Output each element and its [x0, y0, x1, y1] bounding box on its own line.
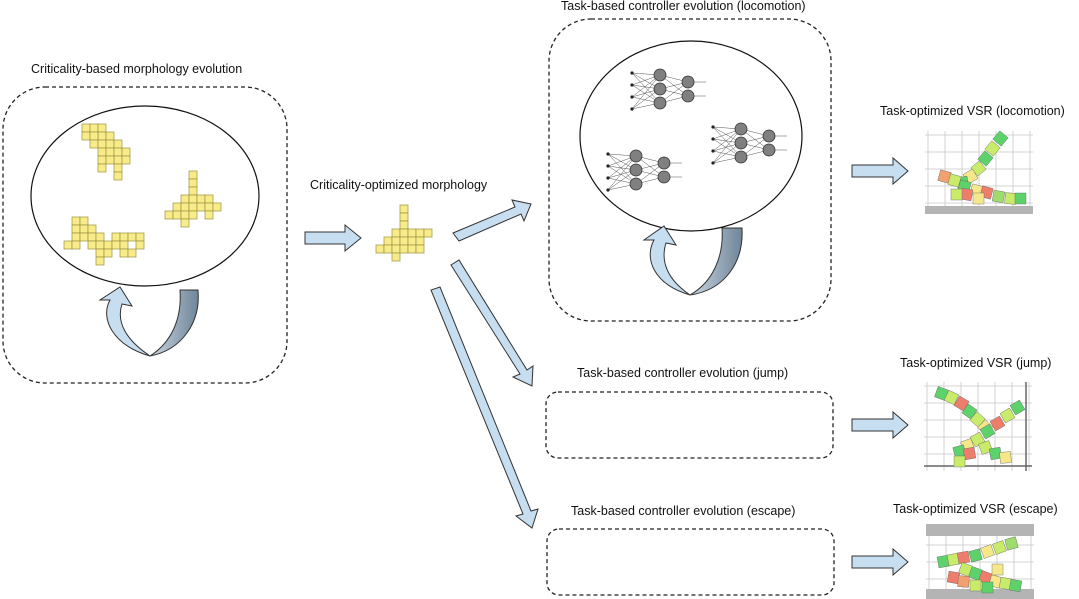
morph-evolution-box [2, 86, 288, 384]
flow-arrow [430, 286, 539, 529]
flow-arrow [304, 223, 362, 253]
flow-arrow [851, 410, 909, 440]
neural-network-icon [711, 122, 787, 165]
neural-networks [606, 68, 787, 192]
ctrl-jump-label: Task-based controller evolution (jump) [577, 366, 789, 380]
controller-population-ellipse [579, 40, 803, 232]
voxel-morphology-icon [81, 123, 131, 181]
neural-network-icon [630, 68, 706, 111]
morph-evolution-label: Criticality-based morphology evolution [31, 62, 243, 76]
optimized-morphology-label: Criticality-optimized morphology [310, 178, 488, 192]
ctrl-locomotion-box [548, 18, 832, 322]
ctrl-jump-box [545, 391, 834, 459]
evolution-loop-arrow [98, 286, 199, 357]
vsr-jump-thumbnail [924, 382, 1032, 471]
ctrl-escape-box [546, 528, 835, 596]
vsr-escape-thumbnail [926, 524, 1034, 599]
vsr-jump-label: Task-optimized VSR (jump) [900, 356, 1052, 370]
morphology-population-ellipse [30, 105, 260, 287]
flow-arrow [851, 156, 909, 186]
neural-network-icon [606, 149, 682, 192]
vsr-escape-label: Task-optimized VSR (escape) [893, 502, 1058, 516]
ctrl-escape-label: Task-based controller evolution (escape) [571, 504, 796, 518]
flow-arrow [452, 199, 532, 242]
voxel-morphology-icon [63, 216, 145, 266]
voxel-morphology-icon [375, 204, 433, 262]
vsr-locomotion-label: Task-optimized VSR (locomotion) [880, 104, 1065, 118]
flow-arrow [851, 547, 909, 577]
flow-arrow [450, 259, 534, 387]
voxel-morphologies [63, 123, 433, 266]
evolution-loop-arrow [642, 225, 743, 296]
ctrl-locomotion-label: Task-based controller evolution (locomot… [561, 0, 806, 13]
voxel-morphology-icon [164, 170, 222, 228]
vsr-locomotion-thumbnail [925, 131, 1033, 214]
